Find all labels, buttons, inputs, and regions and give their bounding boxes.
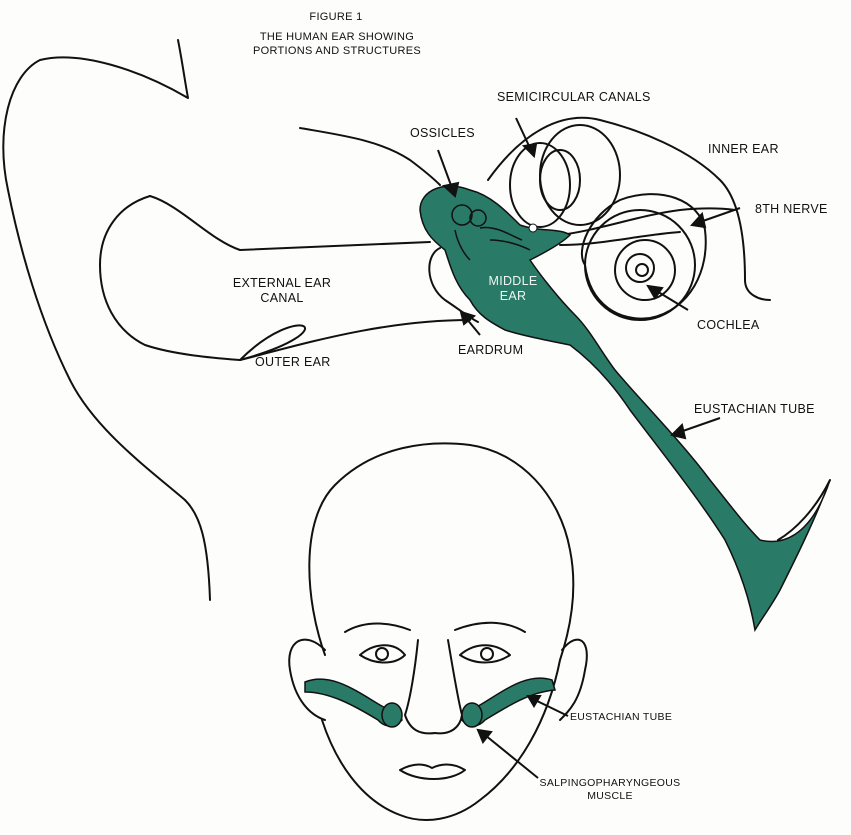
- figure-number: FIGURE 1: [309, 11, 362, 23]
- face-eustachian-tubes: [305, 678, 555, 727]
- label-external-ear-canal-line2: CANAL: [212, 291, 352, 306]
- label-salpingo-line2: MUSCLE: [535, 790, 685, 803]
- label-ossicles: OSSICLES: [410, 126, 475, 141]
- cochlea-ring-4: [636, 264, 648, 276]
- label-salpingo-line1: SALPINGOPHARYNGEOUS: [535, 777, 685, 790]
- label-middle-ear-line2: EAR: [478, 289, 548, 304]
- right-ear-outline: [560, 640, 587, 720]
- label-8th-nerve: 8TH NERVE: [755, 202, 828, 217]
- label-semicircular-canals: SEMICIRCULAR CANALS: [497, 90, 651, 105]
- figure-caption: THE HUMAN EAR SHOWING PORTIONS AND STRUC…: [232, 30, 442, 58]
- head-outline-group: [289, 443, 587, 820]
- canal-lower: [240, 320, 470, 360]
- left-brow: [345, 624, 410, 633]
- nerve-line: [560, 209, 735, 236]
- cochlea-ring-2: [615, 240, 675, 300]
- label-salpingopharyngeous-muscle: SALPINGOPHARYNGEOUS MUSCLE: [535, 777, 685, 803]
- label-inner-ear: INNER EAR: [708, 142, 779, 157]
- oval-window: [529, 224, 537, 232]
- right-pupil: [481, 648, 493, 660]
- nerve-line-2: [560, 232, 680, 245]
- label-face-eustachian-tube: EUSTACHIAN TUBE: [570, 711, 672, 724]
- tragus-line: [150, 196, 240, 250]
- arrow-eustachian: [680, 418, 720, 432]
- arrow-face-eustachian: [535, 700, 568, 716]
- figure-caption-line2: PORTIONS AND STRUCTURES: [232, 44, 442, 58]
- label-external-ear-canal: EXTERNAL EAR CANAL: [212, 276, 352, 306]
- right-brow: [455, 623, 525, 632]
- left-pupil: [376, 648, 388, 660]
- arrow-ossicles: [438, 150, 452, 188]
- auricle-outline: [3, 40, 210, 600]
- head-outline: [309, 443, 573, 820]
- label-external-ear-canal-line1: EXTERNAL EAR: [212, 276, 352, 291]
- label-cochlea: COCHLEA: [697, 318, 760, 333]
- label-eustachian-tube: EUSTACHIAN TUBE: [694, 402, 815, 417]
- arrow-semicircular: [516, 118, 530, 148]
- label-outer-ear: OUTER EAR: [255, 355, 331, 370]
- arrow-8th-nerve: [700, 208, 740, 222]
- nose: [405, 640, 462, 733]
- figure-title: FIGURE 1: [300, 10, 372, 24]
- figure-caption-line1: THE HUMAN EAR SHOWING: [232, 30, 442, 44]
- label-middle-ear-line1: MIDDLE: [478, 274, 548, 289]
- cochlea-ring-3: [626, 254, 654, 282]
- label-eardrum: EARDRUM: [458, 343, 523, 358]
- canal-upper: [240, 242, 430, 250]
- mouth: [400, 765, 465, 780]
- label-middle-ear: MIDDLE EAR: [478, 274, 548, 304]
